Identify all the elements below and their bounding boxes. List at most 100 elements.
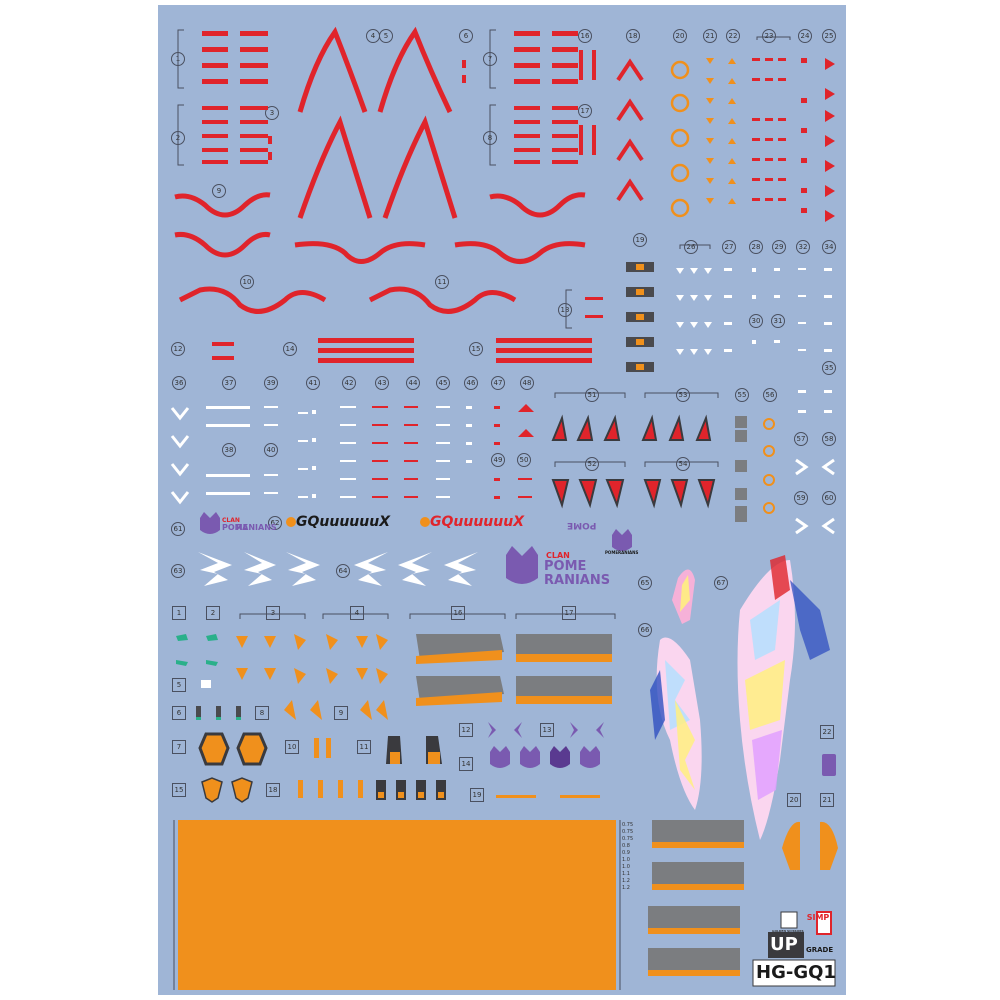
number-17: 17 bbox=[578, 104, 592, 118]
number-38: 38 bbox=[222, 443, 236, 457]
number-19: 19 bbox=[633, 233, 647, 247]
number-63: 63 bbox=[171, 564, 185, 578]
orange-wing-pieces bbox=[782, 754, 838, 870]
grey-block-decals bbox=[735, 416, 775, 522]
number-54: 54 bbox=[676, 457, 690, 471]
spike-decals bbox=[551, 414, 716, 509]
number-41: 41 bbox=[306, 376, 320, 390]
small-orange-triangles bbox=[706, 58, 736, 204]
part-3: 3 bbox=[266, 606, 280, 620]
scale-label: 1.2 bbox=[622, 885, 630, 891]
emblem-decals bbox=[201, 777, 253, 803]
number-44: 44 bbox=[406, 376, 420, 390]
part-1: 1 bbox=[172, 606, 186, 620]
white-bolt-decals bbox=[198, 552, 478, 586]
part-14: 14 bbox=[459, 757, 473, 771]
red-fin-decals bbox=[297, 26, 458, 219]
purple-chevron-decals bbox=[488, 722, 604, 738]
orange-small-pieces bbox=[236, 634, 600, 798]
number-3: 3 bbox=[265, 106, 279, 120]
number-30: 30 bbox=[749, 314, 763, 328]
number-36: 36 bbox=[172, 376, 186, 390]
number-60: 60 bbox=[822, 491, 836, 505]
number-59: 59 bbox=[794, 491, 808, 505]
clan-label-large: CLAN bbox=[546, 551, 570, 560]
part-19: 19 bbox=[470, 788, 484, 802]
golden-scissors-label: GOLDEN SCISSORS bbox=[772, 929, 804, 933]
part-20: 20 bbox=[787, 793, 801, 807]
number-49: 49 bbox=[491, 453, 505, 467]
number-28: 28 bbox=[749, 240, 763, 254]
part-18: 18 bbox=[266, 783, 280, 797]
number-65: 65 bbox=[638, 576, 652, 590]
number-6: 6 bbox=[459, 29, 473, 43]
grade-label: GRADE bbox=[806, 946, 834, 954]
number-20: 20 bbox=[673, 29, 687, 43]
scale-label: 0.75 bbox=[622, 829, 634, 835]
part-10: 10 bbox=[285, 740, 299, 754]
part-7: 7 bbox=[172, 740, 186, 754]
part-6: 6 bbox=[172, 706, 186, 720]
number-35: 35 bbox=[822, 361, 836, 375]
clan-label-small: CLAN bbox=[222, 517, 240, 524]
number-34: 34 bbox=[822, 240, 836, 254]
number-53: 53 bbox=[676, 388, 690, 402]
model-label: HG-GQ1 bbox=[756, 962, 836, 983]
dark-bar-decals bbox=[626, 262, 654, 372]
part-12: 12 bbox=[459, 723, 473, 737]
scale-label: 1.0 bbox=[622, 857, 630, 863]
gquuuux-logo-red: GQuuuuuuX bbox=[430, 514, 524, 530]
number-9: 9 bbox=[212, 184, 226, 198]
part-15: 15 bbox=[172, 783, 186, 797]
number-66: 66 bbox=[638, 623, 652, 637]
number-64: 64 bbox=[336, 564, 350, 578]
number-46: 46 bbox=[464, 376, 478, 390]
number-47: 47 bbox=[491, 376, 505, 390]
part-5: 5 bbox=[172, 678, 186, 692]
ranians-small: RANIANS bbox=[236, 523, 277, 532]
number-61: 61 bbox=[171, 522, 185, 536]
grey-panel-decals bbox=[416, 634, 612, 706]
white-chevron-decals bbox=[170, 407, 835, 535]
number-5: 5 bbox=[379, 29, 393, 43]
scale-label: 0.75 bbox=[622, 836, 634, 842]
part-22: 22 bbox=[820, 725, 834, 739]
number-40: 40 bbox=[264, 443, 278, 457]
number-50: 50 bbox=[517, 453, 531, 467]
pome-ranians-small: POME bbox=[222, 523, 249, 532]
part-21: 21 bbox=[820, 793, 834, 807]
number-25: 25 bbox=[822, 29, 836, 43]
number-21: 21 bbox=[703, 29, 717, 43]
orange-sheet bbox=[173, 820, 621, 990]
part-17: 17 bbox=[562, 606, 576, 620]
red-chevron-decals bbox=[616, 58, 644, 202]
number-13: 13 bbox=[558, 303, 572, 317]
white-small-marks bbox=[676, 268, 832, 413]
number-58: 58 bbox=[822, 432, 836, 446]
number-22: 22 bbox=[726, 29, 740, 43]
gquuuux-logo-black: GQuuuuuuX bbox=[296, 514, 390, 530]
scale-label: 0.75 bbox=[622, 822, 634, 828]
red-arc-decals bbox=[174, 192, 586, 314]
number-32: 32 bbox=[796, 240, 810, 254]
shield-decals bbox=[198, 732, 446, 800]
number-48: 48 bbox=[520, 376, 534, 390]
number-16: 16 bbox=[578, 29, 592, 43]
small-red-marks bbox=[752, 58, 835, 222]
part-2: 2 bbox=[206, 606, 220, 620]
number-24: 24 bbox=[798, 29, 812, 43]
white-bar-decals bbox=[206, 406, 472, 498]
red-stripe-decals bbox=[202, 31, 603, 363]
number-11: 11 bbox=[435, 275, 449, 289]
pomeranian-emblems bbox=[200, 512, 632, 768]
number-27: 27 bbox=[722, 240, 736, 254]
part-11: 11 bbox=[357, 740, 371, 754]
part-4: 4 bbox=[350, 606, 364, 620]
scale-label: 0.9 bbox=[622, 850, 630, 856]
number-57: 57 bbox=[794, 432, 808, 446]
number-29: 29 bbox=[772, 240, 786, 254]
number-31: 31 bbox=[771, 314, 785, 328]
gquuuux-logos bbox=[286, 517, 430, 527]
number-39: 39 bbox=[264, 376, 278, 390]
